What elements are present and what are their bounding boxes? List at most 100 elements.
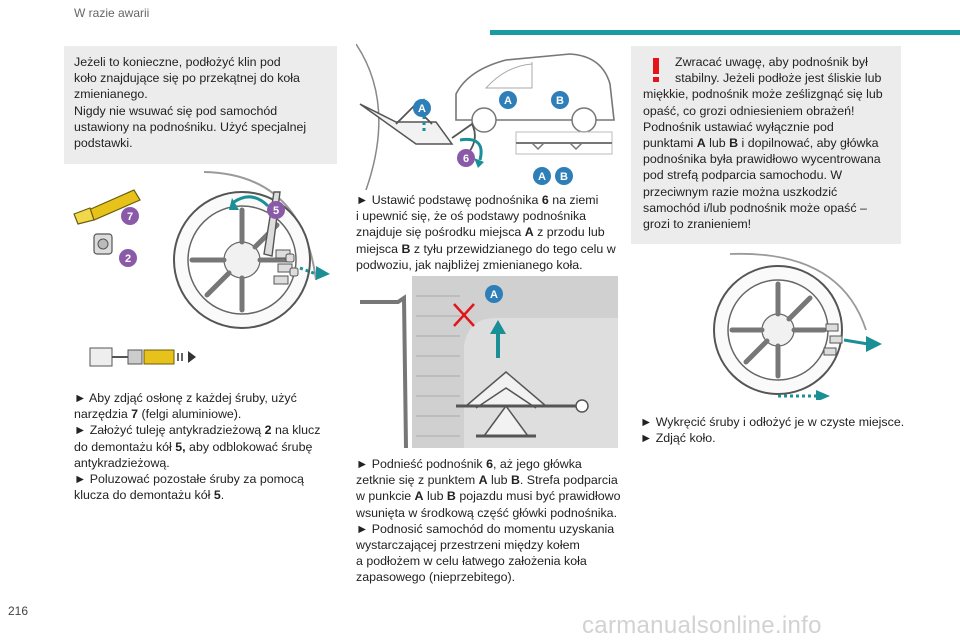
label-badge-text: B bbox=[556, 95, 564, 107]
label-badge bbox=[121, 207, 139, 225]
text-fragment: B bbox=[401, 241, 411, 256]
text-fragment: i dopilnować, aby główka bbox=[738, 136, 879, 151]
text-fragment: narzędzia bbox=[74, 407, 132, 422]
instruction-line: antykradzieżową. bbox=[74, 455, 170, 470]
text-fragment: na klucz bbox=[271, 423, 321, 438]
text-fragment: ► Podnieść podnośnik bbox=[356, 457, 487, 471]
page-number: 216 bbox=[8, 604, 29, 618]
jack-contact-illustration: A bbox=[356, 276, 618, 448]
text-fragment: B bbox=[510, 473, 520, 488]
instruction-line: miejsca B z tyłu przewidzianego do tego … bbox=[356, 241, 626, 257]
mid-instructions-1: ► Ustawić podstawę podnośnika 6 na ziemi… bbox=[356, 192, 626, 273]
note-line: koło znajdujące się po przekątnej do koł… bbox=[74, 71, 300, 86]
jack-car-diagram: A A B 6 A B bbox=[356, 44, 615, 190]
note-line: Jeżeli to konieczne, podłożyć klin pod bbox=[74, 55, 281, 69]
text-fragment: lub bbox=[487, 473, 511, 488]
wheel-wrench-diagram: 7 5 2 bbox=[73, 171, 330, 367]
instruction-line: wystarczającej przestrzeni między kołem bbox=[356, 538, 580, 553]
mid-instructions-2: ► Podnieść podnośnik 6, aż jego główka z… bbox=[356, 456, 628, 586]
section-title: W razie awarii bbox=[74, 6, 150, 20]
instruction-line: zapasowego (nieprzebitego). bbox=[356, 570, 516, 585]
label-badge bbox=[499, 91, 517, 109]
warning-line: grozi to zranieniem! bbox=[643, 217, 752, 232]
text-fragment: klucza do demontażu kół bbox=[74, 488, 214, 503]
jack-closeup-diagram: A bbox=[360, 276, 618, 448]
instruction-line: ► Wykręcić śruby i odłożyć je w czyste m… bbox=[640, 415, 905, 429]
text-fragment: z tyłu przewidzianego do tego celu w bbox=[410, 241, 616, 256]
text-fragment: w punkcie bbox=[356, 489, 415, 504]
label-badge bbox=[551, 91, 569, 109]
text-fragment: A bbox=[478, 473, 488, 488]
warning-box: Zwracać uwagę, aby podnośnik był stabiln… bbox=[631, 46, 901, 244]
note-box: Jeżeli to konieczne, podłożyć klin pod k… bbox=[64, 46, 337, 164]
text-fragment: lub bbox=[423, 489, 447, 504]
note-line: podstawki. bbox=[74, 136, 133, 151]
right-instructions: ► Wykręcić śruby i odłożyć je w czyste m… bbox=[640, 414, 910, 446]
left-instructions: ► Aby zdjąć osłonę z każdej śruby, użyć … bbox=[74, 390, 344, 503]
instruction-line: w punkcie A lub B pojazdu musi być prawi… bbox=[356, 488, 628, 504]
text-fragment: (felgi aluminiowe). bbox=[138, 407, 242, 422]
text-fragment: A bbox=[696, 136, 706, 151]
text-fragment: A bbox=[524, 225, 534, 240]
label-badge bbox=[119, 249, 137, 267]
instruction-line: znajduje się pośrodku miejsca A z przodu… bbox=[356, 224, 626, 240]
text-fragment: 5 bbox=[213, 488, 221, 503]
warning-line: stabilny. Jeżeli podłoże jest śliskie lu… bbox=[675, 71, 882, 86]
instruction-line: klucza do demontażu kół 5. bbox=[74, 487, 344, 503]
warning-line: pod strefą podparcia samochodu. W bbox=[643, 168, 843, 183]
instruction-line: i upewnić się, że oś podstawy podnośnika bbox=[356, 209, 587, 224]
text-fragment: 2 bbox=[264, 423, 272, 438]
note-line: Nigdy nie wsuwać się pod samochód bbox=[74, 103, 278, 118]
label-badge-text: B bbox=[560, 171, 568, 183]
text-fragment: A bbox=[414, 489, 424, 504]
text-fragment: 6 bbox=[486, 457, 493, 471]
warning-line: punktami A lub B i dopilnować, aby główk… bbox=[643, 135, 889, 151]
label-badge bbox=[555, 167, 573, 185]
instruction-line: do demontażu kół 5, aby odblokować śrubę bbox=[74, 439, 344, 455]
instruction-line: wsunięta w środkową część główki podnośn… bbox=[356, 505, 618, 520]
text-fragment: . bbox=[220, 488, 225, 503]
watermark: carmanualsonline.info bbox=[582, 612, 822, 639]
instruction-line: ► Aby zdjąć osłonę z każdej śruby, użyć bbox=[74, 391, 297, 405]
text-fragment: zetknie się z punktem bbox=[356, 473, 479, 488]
text-fragment: miejsca bbox=[356, 241, 402, 256]
text-fragment: na ziemi bbox=[548, 193, 599, 207]
instruction-line: ► Podnosić samochód do momentu uzyskania bbox=[356, 521, 615, 536]
label-badge-text: 5 bbox=[273, 205, 279, 217]
jack-points-illustration: A A B 6 A B bbox=[356, 44, 618, 190]
label-badge bbox=[267, 201, 285, 219]
warning-line: Podnośnik ustawiać wyłącznie pod bbox=[643, 119, 834, 134]
wheel-removal-illustration bbox=[690, 250, 900, 400]
instruction-line: ► Założyć tuleję antykradzieżową 2 na kl… bbox=[74, 422, 344, 438]
wheel-bolts-illustration: 7 5 2 bbox=[64, 168, 340, 386]
label-badge-text: 6 bbox=[463, 153, 469, 165]
note-line: zmienianego. bbox=[74, 87, 148, 102]
text-fragment: B bbox=[729, 136, 739, 151]
text-fragment: ► Ustawić podstawę podnośnika bbox=[356, 193, 542, 207]
label-badge-text: A bbox=[538, 171, 546, 183]
instruction-line: podwoziu, jak najbliżej zmienianego koła… bbox=[356, 257, 583, 272]
warning-exclamation-icon bbox=[653, 58, 659, 82]
text-fragment: z przodu lub bbox=[533, 225, 605, 240]
note-line: ustawiony na podnośniku. Użyć specjalnej bbox=[74, 119, 307, 134]
warning-line: samochód i/lub podnośnik może opaść – bbox=[643, 200, 867, 215]
warning-line: opaść, co grozi odniesieniem obrażeń! bbox=[643, 103, 855, 118]
label-badge bbox=[413, 99, 431, 117]
label-badge-text: 7 bbox=[127, 211, 133, 223]
label-badge bbox=[457, 149, 475, 167]
text-fragment: 6 bbox=[541, 193, 549, 207]
label-badge bbox=[485, 285, 503, 303]
label-badge-text: A bbox=[418, 103, 426, 115]
wheel-removal-diagram bbox=[713, 252, 882, 400]
instruction-line: a podłożem w celu łatwego założenia koła bbox=[356, 554, 587, 569]
warning-line: przeciwnym razie można uszkodzić bbox=[643, 184, 838, 199]
text-fragment: punktami bbox=[643, 136, 697, 151]
warning-line: miękkie, podnośnik może ześlizgnąć się l… bbox=[643, 87, 883, 102]
text-fragment: lub bbox=[705, 136, 730, 151]
text-fragment: 7 bbox=[131, 407, 139, 422]
warning-line: podnośnika była prawidłowo wycentrowana bbox=[643, 152, 881, 167]
instruction-line: ► Zdjąć koło. bbox=[640, 431, 716, 446]
instruction-line: zetknie się z punktem A lub B. Strefa po… bbox=[356, 472, 628, 488]
text-fragment: ► Założyć tuleję antykradzieżową bbox=[74, 423, 265, 438]
instruction-line: ► Ustawić podstawę podnośnika 6 na ziemi bbox=[356, 192, 626, 208]
